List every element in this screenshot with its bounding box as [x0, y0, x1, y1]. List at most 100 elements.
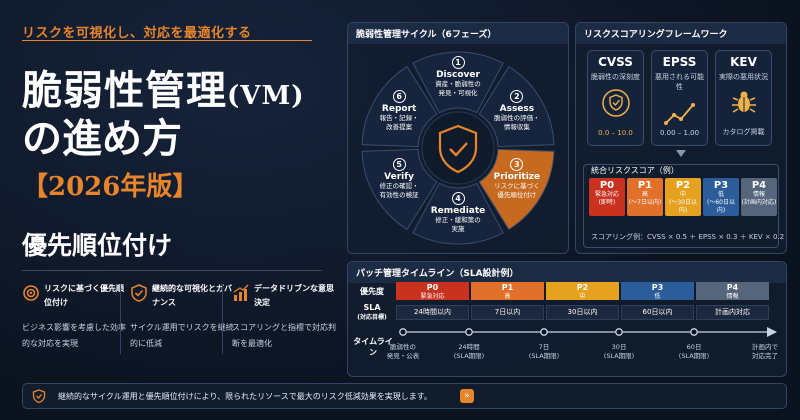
row-label-priority: 優先度: [360, 287, 384, 296]
tick-text: 計画内で: [752, 343, 778, 351]
feature-title: リスクに基づく優先順位付け: [44, 284, 124, 307]
bug-icon: [731, 91, 756, 113]
priority-label: P2: [576, 283, 589, 292]
timeline-axis: [399, 327, 777, 337]
priority-level: 中: [679, 191, 686, 198]
priority-label: P0: [426, 283, 439, 292]
tick-text: 30日: [611, 343, 627, 351]
phase-desc: 発見・可視化: [438, 89, 478, 97]
tick-text: 脆弱性の: [390, 343, 416, 351]
risk-header: リスクスコアリングフレームワーク: [576, 23, 786, 44]
feature-divider: [120, 284, 121, 354]
cycle-segment: [412, 182, 504, 245]
down-arrow-icon: [676, 150, 686, 157]
phase-desc: リスクに基づく: [494, 182, 540, 190]
timeline-tick-label: 脆弱性の発見・公表: [373, 343, 433, 361]
phase-name: Remediate: [430, 206, 486, 216]
priority-label: P0: [599, 180, 615, 191]
score-title: 統合リスクスコア（例）: [591, 166, 679, 175]
phase-name: Verify: [384, 172, 415, 182]
timeline-header: パッチ管理タイムライン（SLA設計例）: [348, 262, 786, 283]
phase-number: 6: [392, 90, 406, 103]
feature-divider: [222, 284, 223, 354]
subtitle-divider: [22, 270, 322, 271]
priority-window: (即時): [598, 199, 616, 206]
page-title-line2: の進め方: [22, 115, 182, 162]
tick-text: 24時間: [458, 343, 480, 351]
priority-window: (〜7日以内): [628, 199, 662, 206]
card-name: EPSS: [662, 55, 697, 69]
shield-check-icon: [32, 389, 46, 403]
tick-text: 60日: [686, 343, 702, 351]
cycle-diagram: [361, 51, 555, 245]
tagline: リスクを可視化し、対応を最適化する: [22, 26, 252, 41]
card-desc: 脆弱性の深刻度: [591, 73, 640, 81]
card-name: KEV: [730, 55, 757, 69]
priority-label: P2: [675, 180, 691, 191]
footer-banner: [22, 383, 787, 409]
phase-desc: 報告・記録・: [379, 114, 419, 122]
priority-level: 情報: [726, 293, 739, 300]
priority-label: P1: [501, 283, 514, 292]
card-range: カタログ掲載: [722, 128, 765, 136]
tick-text: (SLA期限): [453, 352, 485, 360]
row-label-sla-main: SLA: [363, 303, 381, 312]
score-box: [583, 164, 779, 248]
feature-title: データドリブンな意思決定: [254, 284, 334, 307]
phase-name: Report: [381, 104, 417, 114]
arrow-right-icon: [767, 327, 777, 337]
footer-text: 継続的なサイクル運用と優先順位付けにより、限られたリソースで最大のリスク低減効果…: [58, 392, 432, 401]
tick-text: 対応完了: [752, 352, 778, 360]
priority-label: P1: [637, 180, 653, 191]
shield-check-icon: [438, 124, 478, 174]
phase-number: 1: [451, 56, 465, 69]
feature-desc: スコアリングと指標で対応判断を最適化: [232, 323, 336, 348]
timeline-tick-label: 24時間(SLA期限): [439, 343, 499, 361]
row-label-sla-sub: (対応目標): [357, 314, 387, 321]
tick-text: 発見・公表: [386, 352, 420, 360]
phase-number: 3: [510, 158, 524, 171]
sla-target: 7日以内: [471, 305, 544, 320]
feature-desc: ビジネス影響を考慮した効率的な対応を実現: [22, 323, 126, 348]
target-icon: [23, 285, 39, 301]
card-desc: 実際の悪用状況: [719, 73, 768, 81]
priority-level: 情報: [752, 191, 765, 198]
gauge-shield-icon: [601, 89, 630, 117]
cycle-header: 脆弱性管理サイクル（6フェーズ）: [348, 23, 568, 44]
sla-target: 60日以内: [621, 305, 694, 320]
cycle-segment: [361, 65, 438, 148]
tagline-divider: [22, 40, 312, 41]
row-label-sla: SLA (対応目標): [352, 303, 392, 322]
phase-name: Assess: [499, 104, 535, 114]
phase-desc: 資産・脆弱性の: [435, 80, 481, 88]
title-main: 脆弱性管理: [22, 67, 227, 114]
priority-window: (〜30日以内): [669, 199, 697, 214]
title-abbr: (VM): [227, 81, 305, 111]
phase-name: Discover: [436, 70, 480, 80]
phase-desc: 修正・緩和策の: [435, 216, 481, 224]
cycle-segment: [412, 51, 504, 114]
feature-title: 継続的な可視化とガバナンス: [152, 284, 232, 307]
timeline-tick-label: 7日(SLA期限): [514, 343, 574, 361]
phase-number: 2: [510, 90, 524, 103]
edition-label: 【2026年版】: [22, 172, 199, 202]
priority-label: P4: [726, 283, 739, 292]
sla-target: 計画内対応: [696, 305, 769, 320]
sla-target: 30日以内: [546, 305, 619, 320]
phase-desc: 情報収集: [503, 123, 530, 131]
bar-chart-icon: [233, 284, 249, 301]
priority-level: 緊急対応: [594, 191, 619, 198]
cycle-segment: [361, 148, 438, 231]
